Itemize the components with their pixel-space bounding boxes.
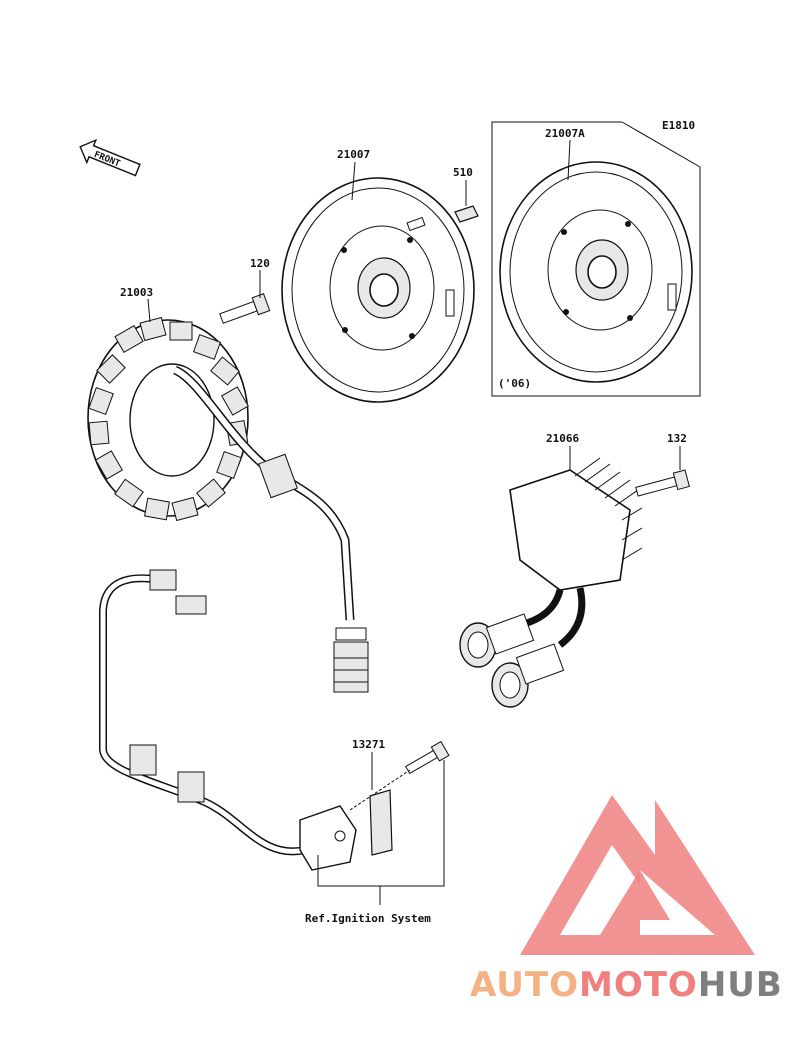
label-regulator-bolt: 132 xyxy=(667,432,687,445)
ref-text: Ref.Ignition System xyxy=(305,912,431,925)
label-regulator: 21066 xyxy=(546,432,579,445)
alt-part-box xyxy=(491,121,701,397)
logo-word-auto: AUTO xyxy=(470,965,579,1005)
label-stator-bolt: 120 xyxy=(250,257,270,270)
ref-bracket xyxy=(317,760,445,887)
year-note: ('06) xyxy=(498,377,531,390)
label-flywheel: 21007 xyxy=(337,148,370,161)
stator xyxy=(87,316,369,693)
logo-word-hub: HUB xyxy=(698,965,783,1005)
regulator-rectifier xyxy=(459,457,643,708)
logo-word-moto: MOTO xyxy=(579,965,698,1005)
regulator-bolt xyxy=(635,469,690,497)
svg-text:AUTOMOTOHUB: AUTOMOTOHUB xyxy=(470,965,783,1005)
label-key: 510 xyxy=(453,166,473,179)
pickup-coil-harness xyxy=(99,569,393,871)
logo-g-mark xyxy=(600,870,670,935)
flywheel-alt xyxy=(499,161,693,383)
diagram-code: E1810 xyxy=(662,119,695,132)
label-flywheel-alt: 21007A xyxy=(545,127,585,140)
stator-bolt xyxy=(219,293,271,324)
front-arrow-icon: FRONT xyxy=(79,138,141,177)
label-pickup-coil: 13271 xyxy=(352,738,385,751)
key-part xyxy=(454,205,479,223)
watermark-logo: AUTOMOTOHUB xyxy=(470,795,783,1005)
label-stator: 21003 xyxy=(120,286,153,299)
pickup-bolt xyxy=(404,740,450,775)
flywheel xyxy=(281,177,475,403)
